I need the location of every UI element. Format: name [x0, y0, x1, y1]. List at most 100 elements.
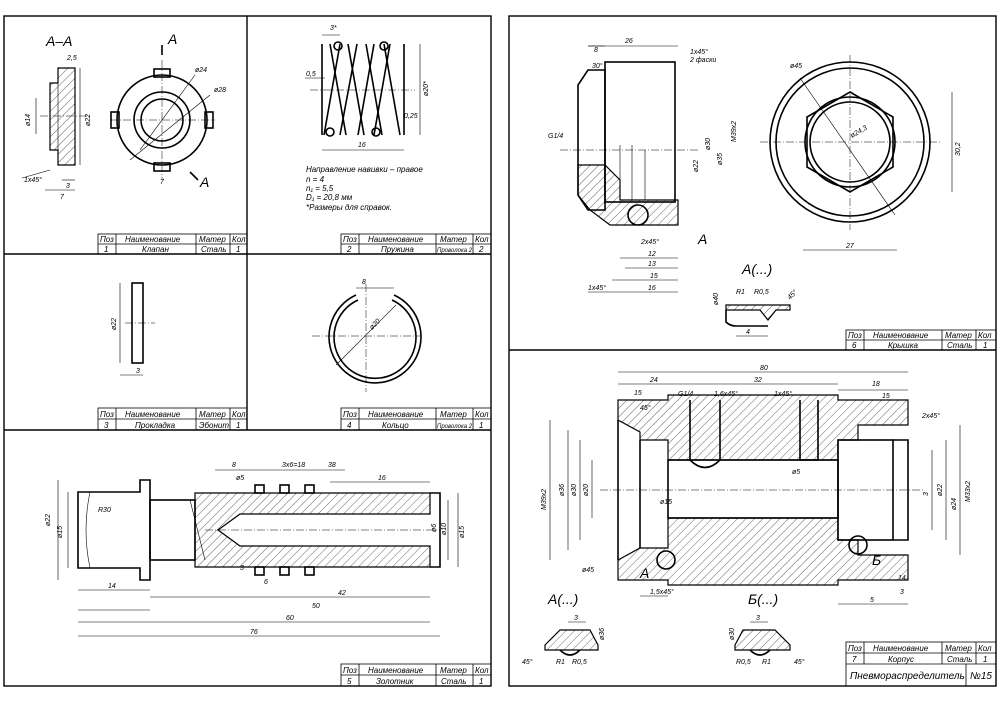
svg-text:Прокладка: Прокладка — [135, 421, 176, 430]
part1-valve: А–А 2,5 ø14 ø22 1x45° 3 7 — [21, 31, 248, 255]
svg-text:ø40: ø40 — [713, 293, 720, 305]
part4-title-block — [340, 407, 492, 431]
svg-text:Поз: Поз — [343, 666, 357, 675]
svg-text:45°: 45° — [786, 288, 799, 301]
svg-text:3*: 3* — [330, 25, 337, 32]
part1-section-view: 2,5 ø14 ø22 1x45° 3 7 — [21, 55, 92, 201]
part6-end-view: ø45 ø24,3 30,2 27 — [760, 55, 962, 251]
svg-text:3: 3 — [104, 421, 109, 430]
part4-ring: 8 ø20 Поз Наименование Матер Кол 4 Кольц… — [312, 279, 492, 431]
svg-text:8: 8 — [362, 279, 366, 286]
svg-text:Наименование: Наименование — [368, 410, 424, 419]
svg-text:R1: R1 — [762, 659, 771, 666]
svg-text:M39x2: M39x2 — [731, 121, 738, 142]
svg-text:Проволока 2: Проволока 2 — [437, 424, 473, 430]
svg-text:15: 15 — [882, 393, 890, 400]
svg-text:1: 1 — [104, 245, 108, 254]
part7-detail-b: Б(...) 3 ø30 R0,5 R1 45° — [729, 591, 805, 666]
svg-text:1x45°: 1x45° — [690, 48, 708, 56]
svg-text:ø5: ø5 — [792, 469, 800, 476]
svg-text:1: 1 — [236, 421, 240, 430]
svg-text:45°: 45° — [794, 658, 805, 666]
svg-text:3: 3 — [136, 368, 140, 375]
svg-text:2: 2 — [346, 245, 352, 254]
svg-text:ø15: ø15 — [57, 526, 64, 538]
svg-text:Матер: Матер — [440, 666, 467, 675]
svg-text:Поз: Поз — [343, 235, 357, 244]
svg-text:ø36: ø36 — [599, 628, 606, 640]
part7-callout-b: Б — [872, 552, 881, 568]
svg-text:27: 27 — [845, 243, 855, 250]
svg-text:Поз: Поз — [343, 410, 357, 419]
svg-text:2,5: 2,5 — [66, 55, 77, 62]
svg-text:8: 8 — [232, 462, 236, 469]
svg-text:ø30: ø30 — [705, 138, 712, 150]
svg-text:ø20: ø20 — [583, 484, 590, 496]
svg-text:Золотник: Золотник — [376, 677, 415, 686]
svg-text:5: 5 — [870, 597, 874, 604]
svg-text:0,5: 0,5 — [306, 71, 316, 78]
svg-text:G1/4: G1/4 — [548, 133, 563, 140]
svg-text:80: 80 — [760, 365, 768, 372]
svg-text:7: 7 — [60, 194, 65, 201]
svg-text:Эбонит: Эбонит — [199, 421, 229, 430]
svg-text:ø30: ø30 — [729, 628, 736, 640]
svg-text:Матер: Матер — [945, 331, 972, 340]
svg-text:Сталь: Сталь — [201, 245, 226, 254]
svg-text:5: 5 — [347, 677, 352, 686]
svg-text:Кол: Кол — [232, 410, 246, 419]
svg-text:Крышка: Крышка — [888, 341, 918, 350]
svg-text:3: 3 — [900, 589, 904, 596]
svg-text:Наименование: Наименование — [125, 235, 181, 244]
svg-text:76: 76 — [250, 629, 258, 636]
svg-text:ø36: ø36 — [559, 484, 566, 496]
part1-section-label: А–А — [45, 33, 72, 49]
svg-text:ø28: ø28 — [214, 87, 226, 94]
assembly-name: Пневмораспределитель — [850, 671, 965, 682]
svg-text:45°: 45° — [640, 404, 651, 412]
svg-text:13: 13 — [648, 261, 656, 268]
svg-text:15: 15 — [634, 390, 642, 397]
svg-text:Поз: Поз — [100, 410, 114, 419]
svg-text:Клапан: Клапан — [142, 245, 169, 254]
svg-text:15: 15 — [650, 273, 658, 280]
svg-text:ø45: ø45 — [790, 63, 802, 70]
svg-text:Наименование: Наименование — [873, 331, 929, 340]
svg-text:Кол: Кол — [978, 644, 992, 653]
part7-detail-b-label: Б(...) — [748, 591, 778, 607]
svg-text:16: 16 — [648, 285, 656, 292]
svg-text:1: 1 — [236, 245, 240, 254]
svg-text:Направление навивки – правое: Направление навивки – правое — [306, 165, 423, 174]
part3-gasket: ø22 3 Поз Наименование Матер Кол 3 Прокл… — [97, 282, 248, 431]
svg-text:Сталь: Сталь — [947, 655, 972, 664]
part6-detail-a: А(...) ø40 R1 R0,5 45° 4 — [713, 261, 799, 337]
svg-text:3: 3 — [756, 615, 760, 622]
svg-text:Сталь: Сталь — [947, 341, 972, 350]
part1-front-view: ø24 ø28 7 А А — [110, 31, 226, 190]
part7-body: 80 24 32 18 15 G1/4 1,6x45° 1x45° 45° 15… — [522, 365, 997, 687]
svg-text:ø14: ø14 — [25, 114, 32, 126]
svg-text:Кольцо: Кольцо — [382, 421, 409, 430]
part7-title-block — [845, 641, 997, 687]
svg-text:M39x2: M39x2 — [541, 489, 548, 510]
part2-title-block — [340, 233, 492, 255]
svg-text:7: 7 — [160, 179, 165, 186]
svg-text:ø15: ø15 — [459, 526, 466, 538]
svg-text:2: 2 — [478, 245, 484, 254]
svg-text:26: 26 — [624, 38, 633, 45]
svg-text:4: 4 — [347, 421, 352, 430]
svg-text:ø22: ø22 — [693, 160, 700, 172]
svg-text:R1: R1 — [736, 289, 745, 296]
svg-text:Кол: Кол — [978, 331, 992, 340]
part6-section-view: 8 26 1x45° 2 фаски 30° G1/4 ø22 ø30 ø35 … — [548, 38, 738, 293]
svg-text:18: 18 — [872, 381, 880, 388]
part2-spring-view: 3* 0,5 ø20* 0,25 16 — [305, 25, 430, 151]
part1-cut-label-bottom: А — [199, 174, 209, 190]
svg-text:1: 1 — [983, 341, 987, 350]
svg-text:0,25: 0,25 — [404, 113, 418, 120]
svg-text:Матер: Матер — [440, 410, 467, 419]
svg-text:R30: R30 — [98, 507, 111, 514]
svg-text:3: 3 — [240, 565, 244, 572]
svg-text:3x6=18: 3x6=18 — [282, 462, 305, 469]
svg-text:1,5x45°: 1,5x45° — [650, 588, 674, 596]
